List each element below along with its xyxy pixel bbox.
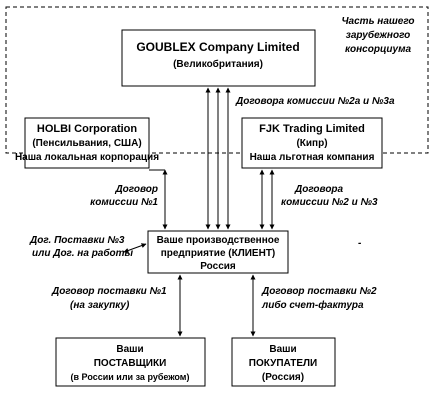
suppliers-line-2: ПОСТАВЩИКИ	[94, 358, 167, 369]
buyers-box	[231, 337, 336, 387]
holbi-description: Наша локальная корпорация	[15, 152, 159, 163]
label-supply2-line-1: Договор поставки №2	[261, 286, 377, 297]
goublex-title: GOUBLEX Company Limited	[136, 40, 299, 54]
arrow-supply3-client	[123, 243, 147, 253]
stray-dash: -	[358, 238, 362, 249]
buyers-line-3: (Россия)	[262, 372, 304, 383]
holbi-location: (Пенсильвания, США)	[32, 138, 141, 149]
label-supply2-line-2: либо счет-фактура	[261, 299, 364, 311]
label-supply3-line-1: Дог. Поставки №3	[29, 235, 125, 246]
client-line-3: Россия	[200, 261, 236, 272]
label-commission-2a-3a: Договора комиссии №2а и №3а	[235, 96, 395, 107]
consortium-note-1: Часть нашего	[341, 16, 414, 27]
label-supply1-line-1: Договор поставки №1	[51, 286, 167, 297]
label-commission-1-line-1: Договор	[114, 184, 158, 195]
suppliers-line-3: (в России или за рубежом)	[71, 372, 190, 382]
fjk-description: Наша льготная компания	[250, 152, 375, 163]
fjk-location: (Кипр)	[296, 138, 327, 149]
suppliers-line-1: Ваши	[116, 344, 143, 355]
client-line-1: Ваше производственное	[157, 235, 280, 246]
buyers-line-1: Ваши	[269, 344, 296, 355]
buyers-line-2: ПОКУПАТЕЛИ	[249, 358, 317, 369]
label-commission-2-3-line-1: Договора	[294, 184, 344, 195]
label-commission-1-line-2: комиссии №1	[90, 197, 158, 208]
holbi-title: HOLBI Corporation	[37, 123, 137, 135]
label-commission-2-3-line-2: комиссии №2 и №3	[281, 197, 378, 208]
consortium-note-3: консорциума	[345, 44, 412, 55]
suppliers-box	[55, 337, 206, 387]
client-box	[147, 230, 289, 274]
consortium-note-2: зарубежного	[346, 29, 411, 41]
goublex-subtitle: (Великобритания)	[173, 58, 263, 70]
holbi-box	[24, 117, 150, 169]
client-line-2: предприятие (КЛИЕНТ)	[161, 248, 276, 259]
fjk-box	[241, 117, 383, 169]
fjk-title: FJK Trading Limited	[259, 123, 365, 135]
goublex-box	[121, 29, 316, 87]
label-supply3-line-2: или Дог. на работы	[32, 247, 134, 259]
label-supply1-line-2: (на закупку)	[70, 300, 130, 311]
